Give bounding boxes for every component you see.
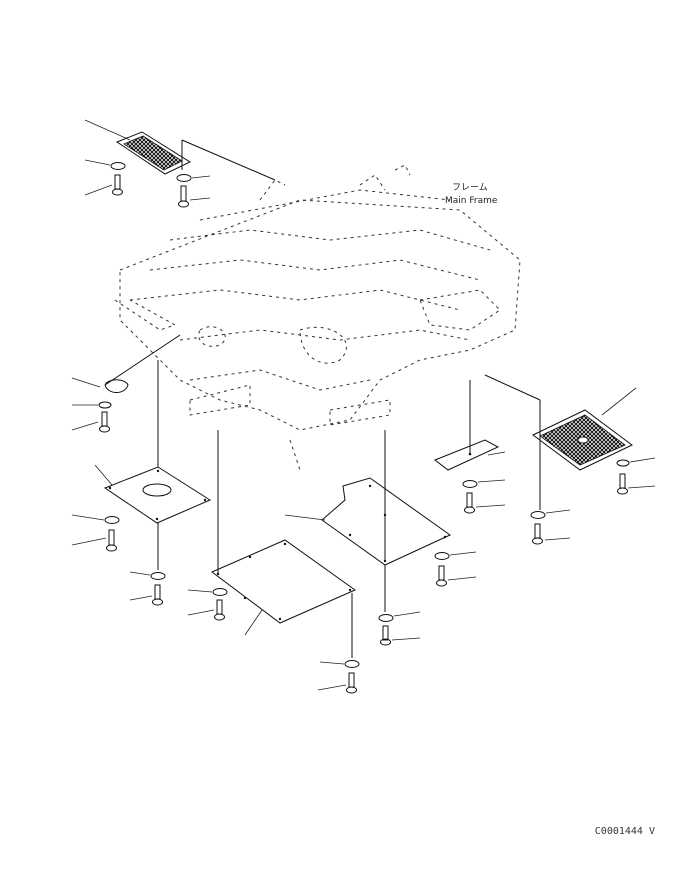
upper-left-washer [84,159,126,170]
upper-left-bolt [84,174,123,196]
right-mesh-cover [484,374,637,510]
upper-center-fastener-set [176,139,276,208]
right-lower-fastener-set [530,509,571,545]
center-right-fastener-set [434,551,477,587]
center-right-floor-plate [284,430,451,566]
left-plate-fastener-set [71,514,120,552]
left-upper-fastener-set [71,334,181,433]
center-left-fastener-set [187,588,228,621]
upper-left-mesh-cover [84,119,192,175]
right-small-plate [433,380,506,471]
main-frame: フレーム Main Frame [114,164,521,471]
frame-label-en: Main Frame [445,196,498,206]
right-small-plate-fastener-set [462,479,506,514]
left-lower-fastener-set [129,523,166,606]
center-lower-fastener-set [317,593,360,694]
center-right-lower-fastener-set [378,565,421,646]
right-mesh-fastener-set [616,457,656,495]
frame-label-jp: フレーム [452,182,488,193]
left-cover-plate [94,360,212,524]
drawing-code: C0001444 V [594,826,655,837]
center-left-floor-plate [211,430,357,636]
